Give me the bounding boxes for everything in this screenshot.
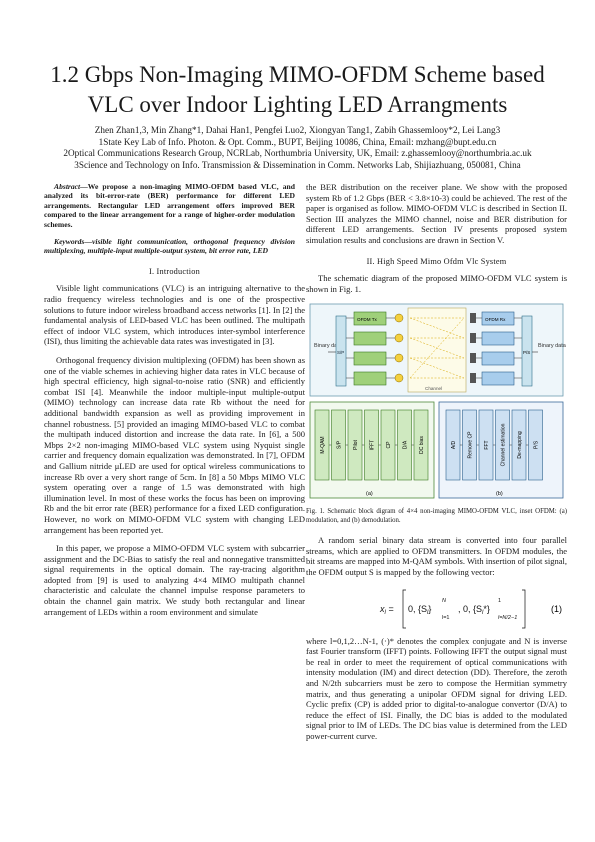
led-icon [394,314,404,323]
ofdm-rx-1 [481,312,515,326]
ofdm-tx-2 [353,332,387,346]
photodiode-icon [470,333,476,344]
photodiode-icon [470,353,476,364]
ofdm-tx-3 [353,352,387,366]
tx-block-label: DC bias [419,436,425,454]
tx-block-7 [413,410,429,481]
light-paths [409,318,465,379]
tx-block-label: D/A [403,441,409,450]
svg-text:1: 1 [498,598,501,604]
panel-a-label: (a) [366,491,373,497]
tx-block-label: M-QAM [320,437,326,454]
channel-label: Channel [425,386,442,391]
photodiode-icon [470,373,476,384]
equation-number: (1) [551,604,562,614]
affiliation-1: 1State Key Lab of Info. Photon. & Opt. C… [98,136,497,147]
output-label: Binary data [538,343,567,349]
tx-chain: M-QAM S/P Pilot IFFT CP D/A DC bias [314,410,429,481]
svg-text:l=1: l=1 [442,615,450,621]
left-column: Abstract—We propose a non-imaging MIMO-O… [44,182,305,625]
equation-1: xl = 0, {Sl} N l=1 , 0, {Sl*} 1 l=N/2−1 … [306,586,567,632]
ofdm-tx-label: OFDM Tx [357,317,378,322]
intro-paragraph-1: Visible light communications (VLC) is an… [44,283,305,347]
affiliation-2: 2Optical Communications Research Group, … [63,148,532,158]
ofdm-rx-label: OFDM Rx [485,317,506,322]
author-block: Zhen Zhan1,3, Min Zhang*1, Dahai Han1, P… [10,125,585,171]
ps-label: P/S [523,350,530,355]
system-paragraph-1: The schematic diagram of the proposed MI… [306,273,567,294]
svg-text:0, {Sl}: 0, {Sl} [408,604,431,616]
svg-text:xl =: xl = [379,604,394,616]
intro-paragraph-continued: the BER distribution on the receiver pla… [306,182,567,245]
abstract-text: —We propose a non-imaging MIMO-OFDM base… [44,182,295,229]
photodiode-icon [470,313,476,324]
section-heading-system: II. High Speed Mimo Ofdm Vlc System [366,256,507,266]
system-paragraph-2: A random serial binary data stream is co… [306,535,567,577]
tx-block-label: Pilot [353,440,359,450]
rx-rows: OFDM Rx [470,312,522,386]
abstract-label: Abstract [54,182,81,191]
title-line-2: VLC over Indoor Lighting LED Arrangments [87,92,508,117]
ofdm-rx-2 [481,332,515,346]
rx-chain: A/D Remove CP FFT Channel estimation De-mapp… [445,410,543,481]
affiliation-3: 3Science and Technology on Info. Transmi… [74,159,521,170]
keywords-text: —visible light communication, orthogonal… [44,237,295,256]
paper-title: 1.2 Gbps Non-Imaging MIMO-OFDM Scheme ba… [20,60,575,120]
sp-label: S/P [337,350,344,355]
ps-block [521,316,533,387]
input-label: Binary data [314,343,343,349]
led-icon [394,334,404,343]
title-line-1: 1.2 Gbps Non-Imaging MIMO-OFDM Scheme ba… [50,62,545,87]
figure-1-block-diagram: Binary data S/P OFDM Tx [306,302,567,502]
sp-block [335,316,347,387]
ofdm-rx-3 [481,352,515,366]
ofdm-tx-4 [353,372,387,386]
rx-block-label: De-mapping [517,432,523,459]
led-icon [394,354,404,363]
author-list: Zhen Zhan1,3, Min Zhang*1, Dahai Han1, P… [94,125,501,135]
keywords-label: Keywords [54,237,85,247]
rx-block-label: A/D [451,441,457,450]
svg-text:l=N/2−1: l=N/2−1 [498,615,517,621]
panel-b-label: (b) [496,491,503,497]
block-diagram-svg: Binary data S/P OFDM Tx [309,303,567,499]
intro-paragraph-2: Orthogonal frequency division multiplexi… [44,355,305,535]
abstract: Abstract—We propose a non-imaging MIMO-O… [44,182,295,229]
rx-block-label: P/S [534,441,540,450]
rx-block-label: Remove CP [468,431,474,459]
rx-block-label: FFT [484,441,490,450]
rx-block-label: Channel estimation [501,424,507,467]
tx-rows: OFDM Tx [346,312,404,386]
ofdm-tx-1 [353,312,387,326]
system-paragraph-3: where l=0,1,2…N-1, (·)* denotes the comp… [306,635,567,741]
keywords: Keywords—visible light communication, or… [44,237,295,256]
section-heading-introduction: I. Introduction [149,266,200,276]
svg-text:N: N [442,598,446,604]
equation-svg: xl = 0, {Sl} N l=1 , 0, {Sl*} 1 l=N/2−1 … [379,589,562,628]
tx-block-label: S/P [337,441,343,450]
tx-block-label: IFFT [370,440,376,451]
intro-paragraph-3: In this paper, we propose a MIMO-OFDM VL… [44,543,305,617]
led-icon [394,374,404,383]
figure-1-caption: Fig. 1. Schematic block digram of 4×4 no… [306,508,567,524]
ofdm-rx-4 [481,372,515,386]
svg-text:, 0, {Sl*}: , 0, {Sl*} [458,604,490,616]
tx-block-label: CP [386,441,392,449]
rx-block-6 [528,410,543,481]
right-column: the BER distribution on the receiver pla… [306,182,567,749]
